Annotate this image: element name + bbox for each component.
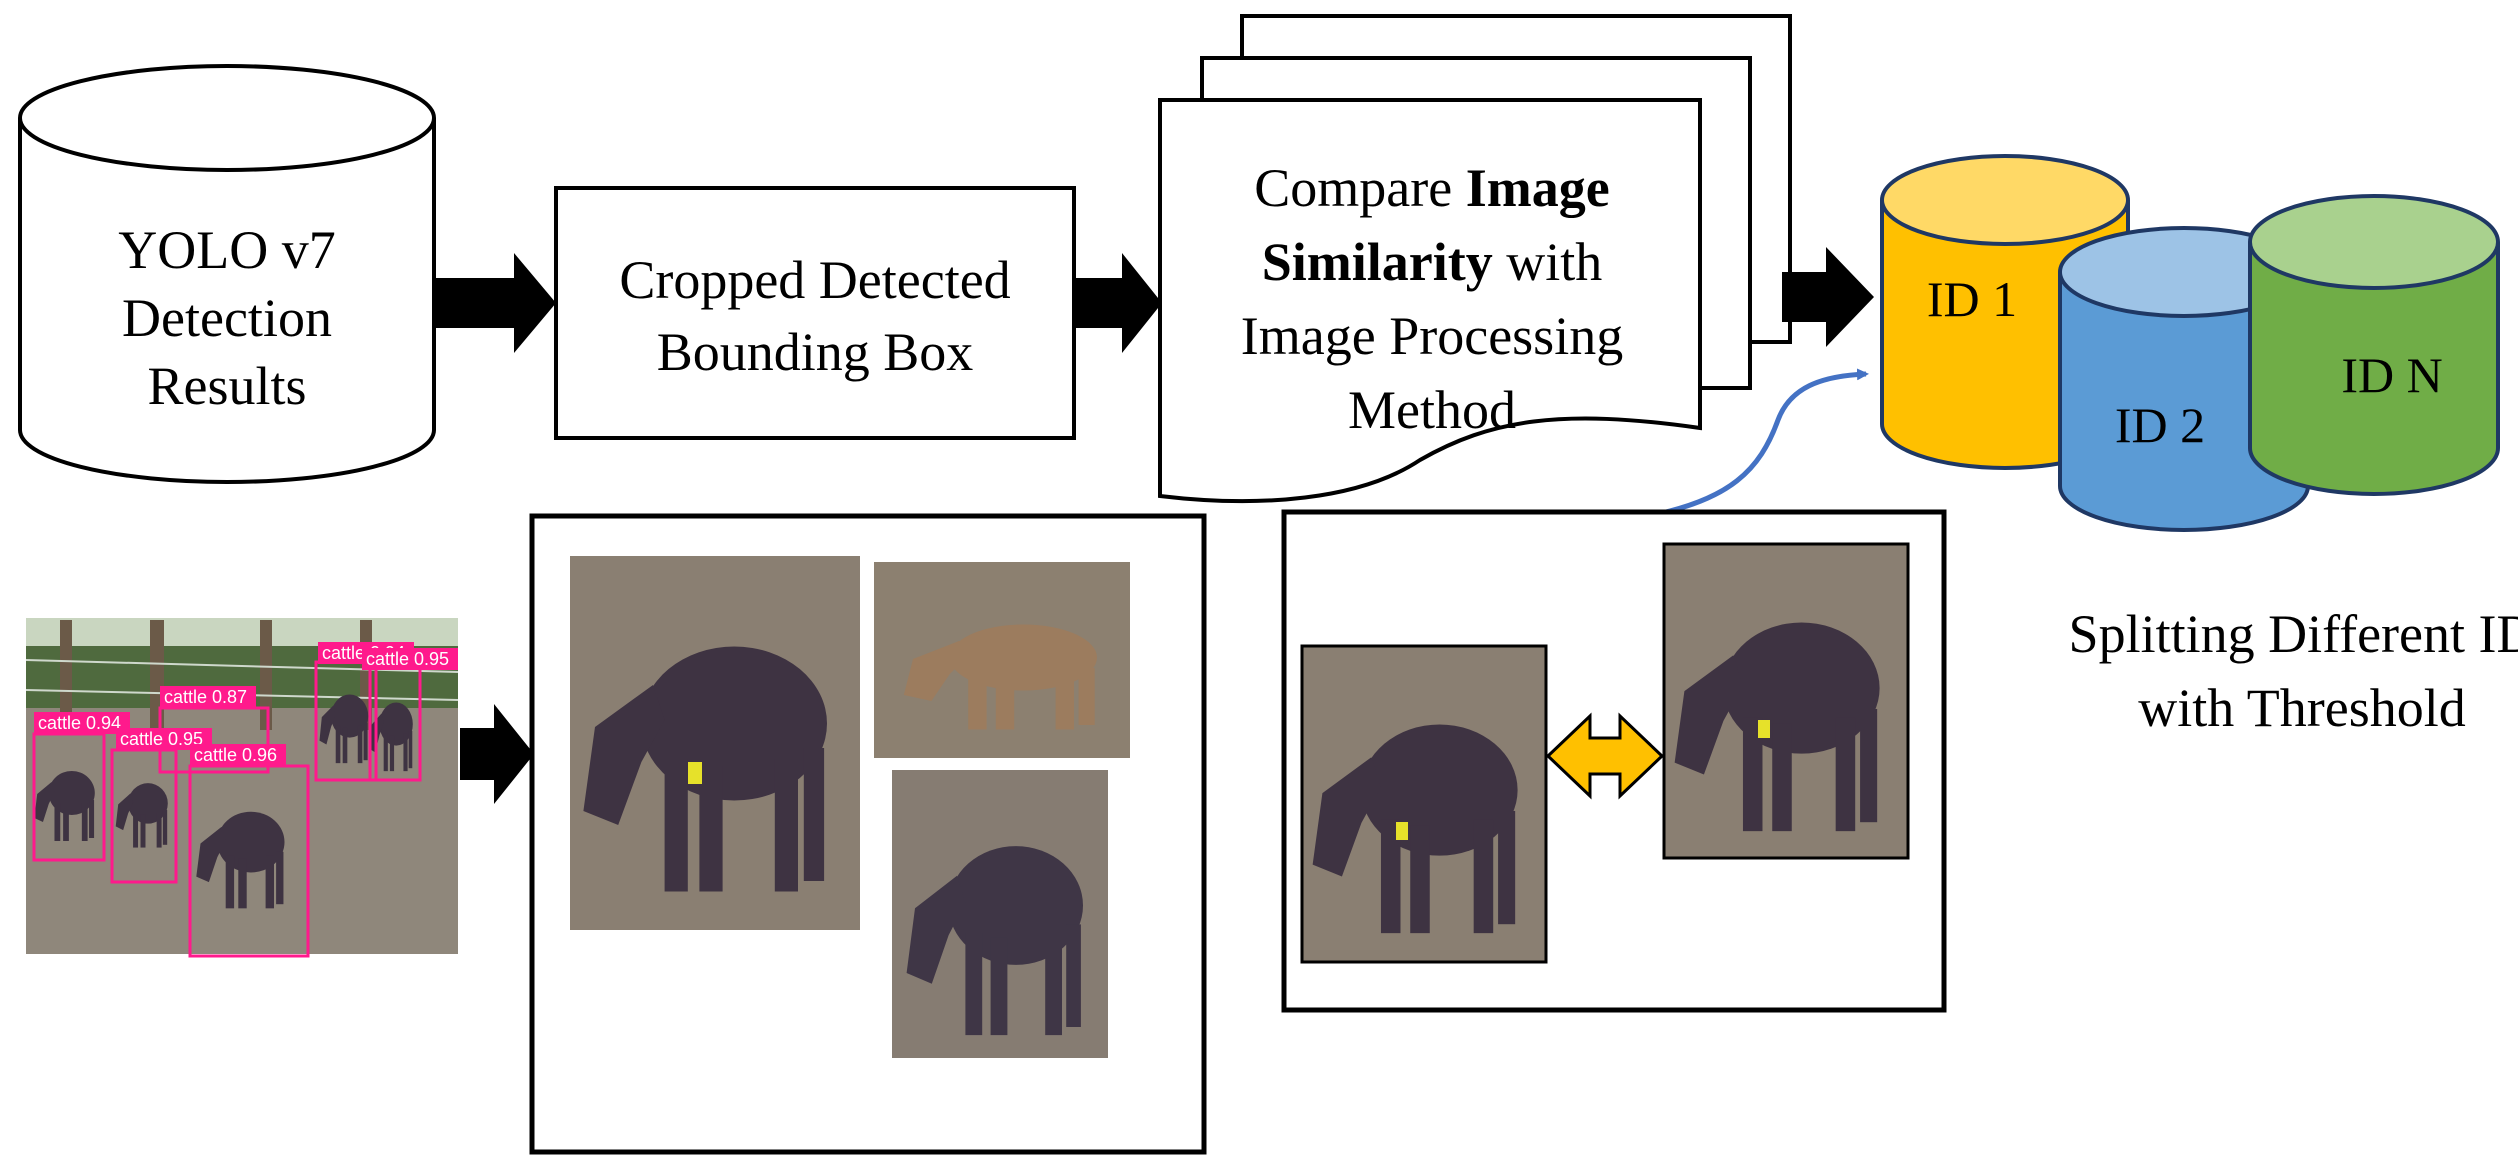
- arrow-yolo-to-crop: [436, 253, 556, 353]
- split-caption-line1: Splitting Different ID: [2069, 604, 2518, 664]
- yolo-results-database: YOLO v7 Detection Results: [18, 64, 436, 484]
- crop-image-2: [874, 562, 1130, 758]
- detection-label-4: cattle 0.96: [194, 745, 277, 765]
- compare-label-line2: Similarity with: [1262, 232, 1603, 292]
- detection-result-photo: cattle 0.94 cattle 0.95 cattle 0.87 catt…: [25, 618, 459, 958]
- compare-image-left: [1300, 644, 1548, 964]
- yolo-label-line3: Results: [147, 356, 306, 416]
- id2-database: ID 2: [2058, 226, 2310, 532]
- compare-label-line1: Compare Image: [1254, 158, 1609, 218]
- idn-database: ID N: [2248, 194, 2500, 496]
- comparison-panel: [1281, 509, 1947, 1013]
- compare-label-line4: Method: [1348, 380, 1516, 440]
- threshold-curve-arrow: [1647, 368, 1869, 519]
- detection-label-2: cattle 0.95: [120, 729, 203, 749]
- yolo-label-line2: Detection: [122, 288, 332, 348]
- similarity-double-arrow: [1545, 712, 1665, 800]
- yolo-label-line1: YOLO v7: [118, 220, 335, 280]
- cropped-bbox-process: Cropped Detected Bounding Box: [554, 186, 1076, 440]
- id1-label: ID 1: [1927, 271, 2017, 327]
- idn-label: ID N: [2341, 347, 2442, 403]
- compare-similarity-documents: Compare Image Similarity with Image Proc…: [1158, 14, 1792, 504]
- detection-label-1: cattle 0.94: [38, 713, 121, 733]
- detection-labels: cattle 0.94 cattle 0.95 cattle 0.87 catt…: [34, 642, 458, 766]
- arrow-photo-to-crops: [460, 704, 534, 804]
- detection-label-6: cattle 0.95: [366, 649, 449, 669]
- id2-label: ID 2: [2115, 397, 2205, 453]
- crop-label-line2: Bounding Box: [657, 322, 974, 382]
- crop-image-1: [570, 556, 860, 930]
- compare-label-line3: Image Processing: [1241, 306, 1623, 366]
- arrow-crop-to-compare: [1076, 253, 1162, 353]
- crop-label-line1: Cropped Detected: [619, 250, 1010, 310]
- crop-image-3: [892, 770, 1108, 1058]
- cropped-images-panel: [529, 513, 1207, 1155]
- detection-label-3: cattle 0.87: [164, 687, 247, 707]
- split-caption-line2: with Threshold: [2138, 678, 2465, 738]
- compare-image-right: [1662, 542, 1910, 860]
- arrow-compare-to-ids: [1782, 247, 1874, 347]
